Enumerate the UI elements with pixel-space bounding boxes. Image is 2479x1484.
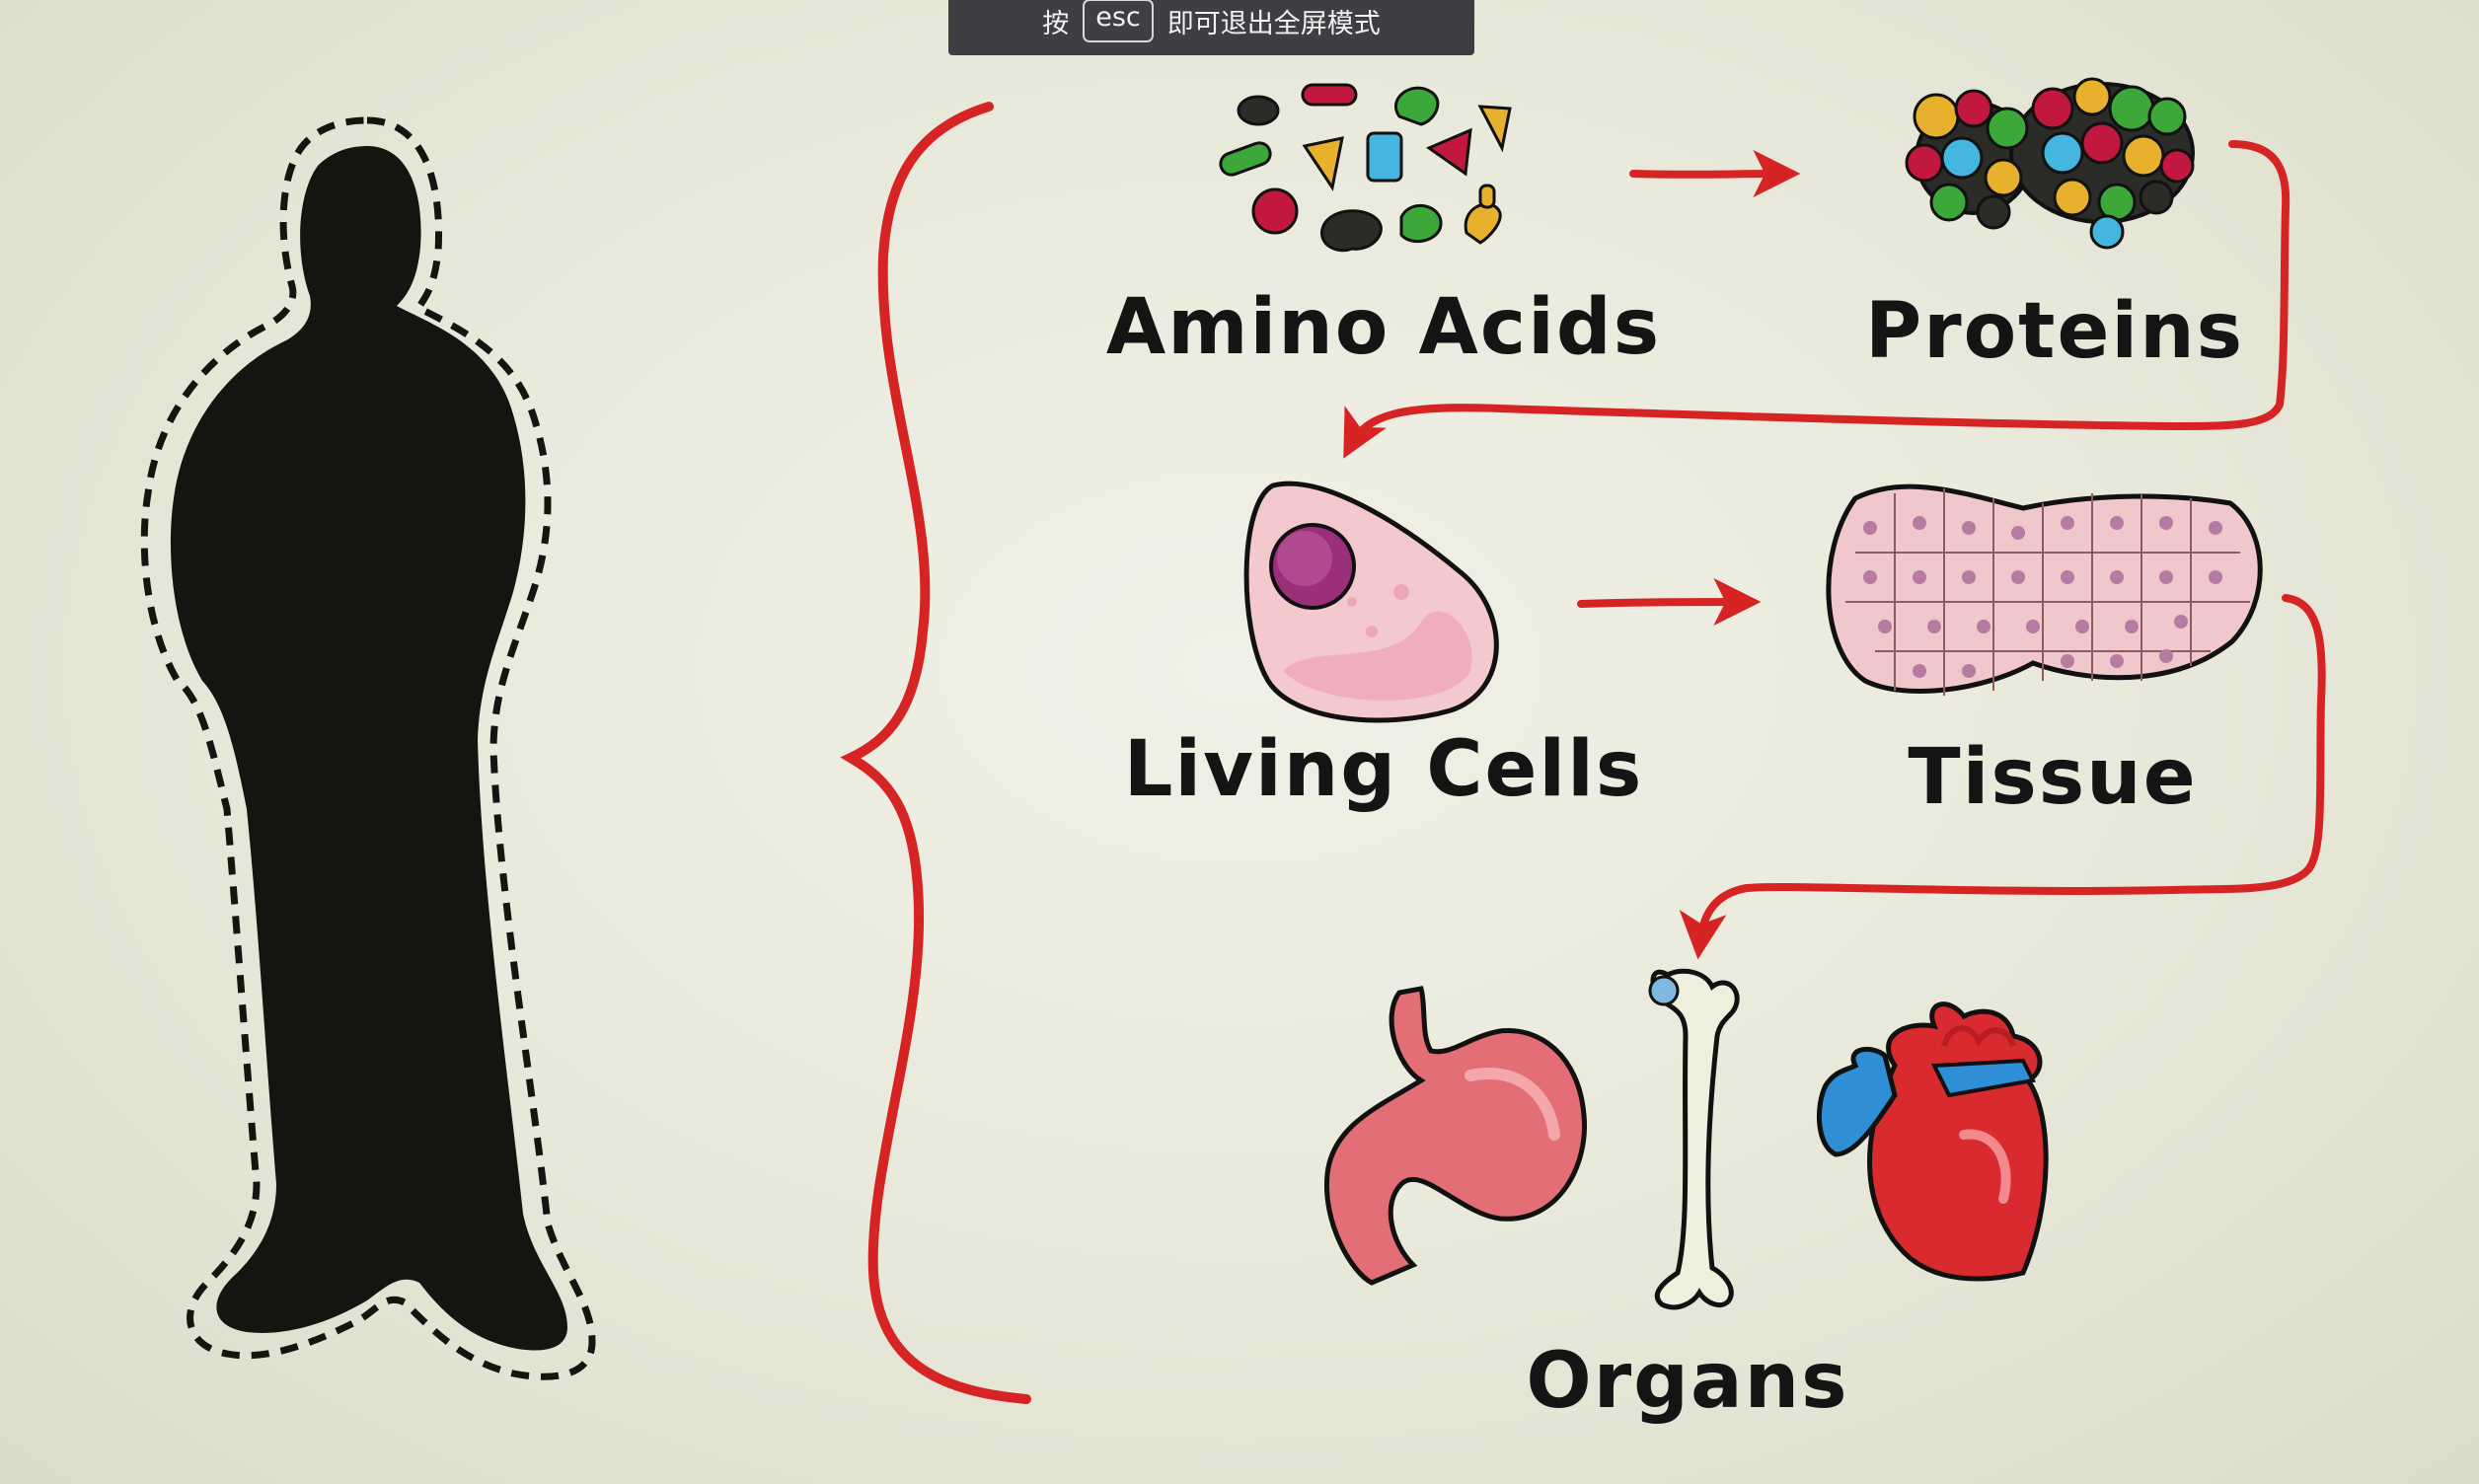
person-silhouette (140, 116, 596, 1380)
heart-organ (1816, 1002, 2049, 1282)
label-amino-acids: Amino Acids (1106, 283, 1661, 372)
arrow-tissue-to-organs (1679, 594, 2326, 960)
protein-clump (1905, 77, 2195, 250)
bone-organ (1648, 968, 1740, 1310)
label-living-cells: Living Cells (1124, 725, 1644, 814)
tissue-cluster (1826, 483, 2263, 696)
label-tissue: Tissue (1908, 733, 2197, 822)
amino-acid-molecules (1219, 83, 1512, 253)
body-silhouette (170, 146, 567, 1351)
esc-key-badge: esc (1083, 0, 1154, 42)
fullscreen-exit-hint: 按 esc 即可退出全屏模式 (948, 0, 1474, 55)
label-organs: Organs (1526, 1337, 1848, 1426)
arrow-amino-to-proteins (1629, 150, 1801, 198)
dashed-cutout-outline (140, 116, 596, 1380)
label-proteins: Proteins (1865, 287, 2244, 376)
arrow-living-cells-to-tissue (1577, 578, 1762, 627)
stomach-organ (1323, 986, 1588, 1286)
curly-brace (840, 102, 1031, 1404)
arrow-proteins-to-living-cells (1343, 140, 2291, 459)
fullscreen-hint-prefix: 按 (1042, 8, 1070, 39)
fullscreen-hint-suffix: 即可退出全屏模式 (1166, 8, 1381, 39)
living-cell (1243, 481, 1499, 723)
